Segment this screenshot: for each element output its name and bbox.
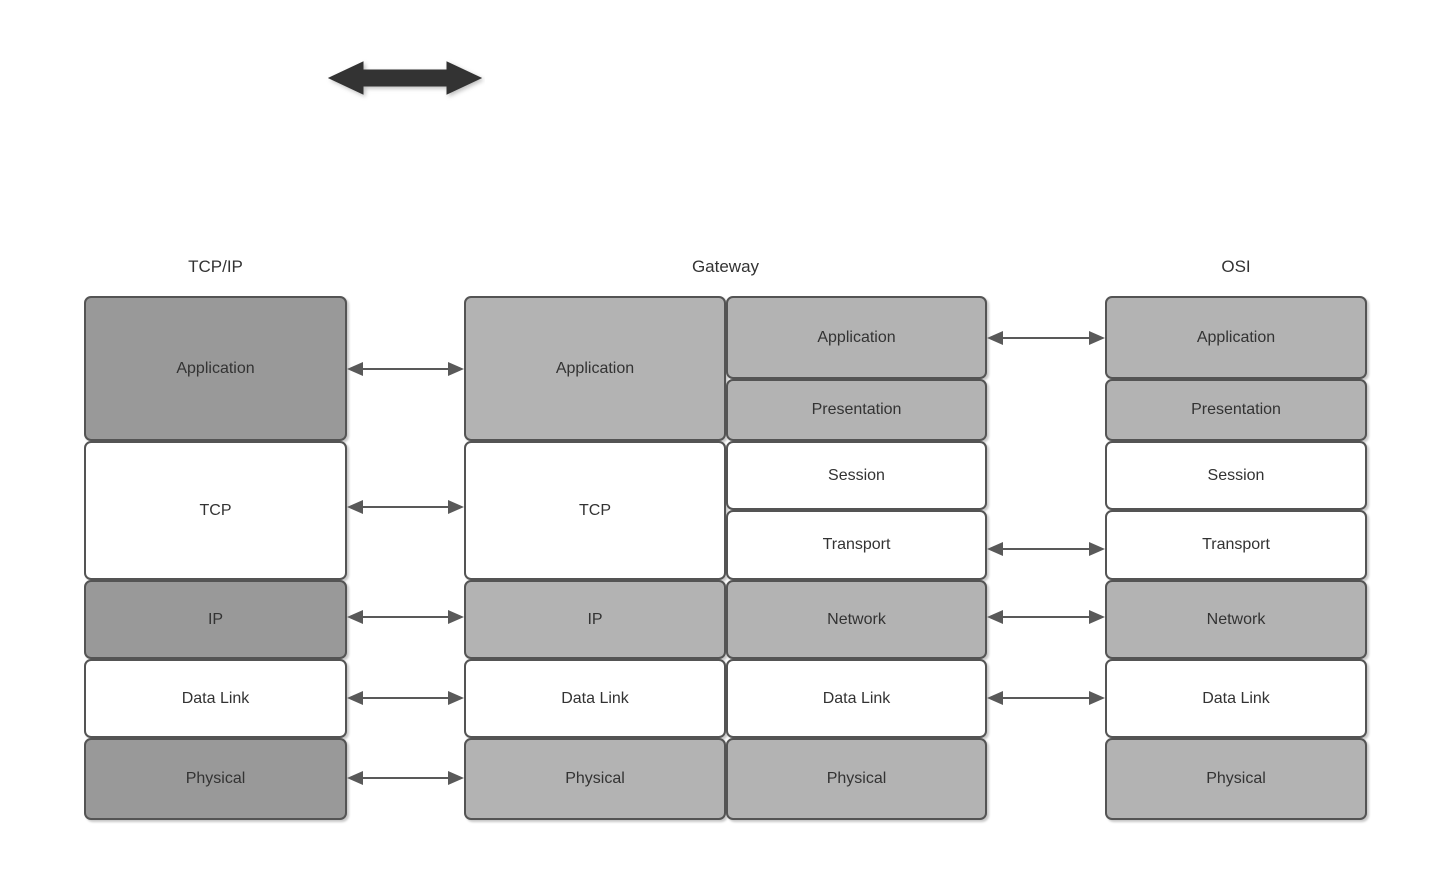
column-title-osi: OSI <box>1221 257 1251 276</box>
layer-gateway-right-data-link[interactable]: Data Link <box>726 659 987 738</box>
connector-arrow-data-link-right <box>987 691 1105 705</box>
connector-arrow-transport-right <box>987 542 1105 556</box>
layer-tcpip-ip[interactable]: IP <box>84 580 347 659</box>
connector-arrow-ip-left <box>347 610 464 624</box>
bidirectional-arrow-icon <box>327 61 483 95</box>
column-title-tcpip: TCP/IP <box>188 257 243 276</box>
connector-arrow-tcp-left <box>347 500 464 514</box>
layer-osi-network[interactable]: Network <box>1105 580 1367 659</box>
stack-tcpip: Application TCP IP Data Link Physical <box>84 296 347 820</box>
layer-osi-presentation[interactable]: Presentation <box>1105 379 1367 441</box>
connector-arrow-physical-left <box>347 771 464 785</box>
layer-osi-session[interactable]: Session <box>1105 441 1367 510</box>
layer-gateway-left-physical[interactable]: Physical <box>464 738 726 820</box>
layer-osi-transport[interactable]: Transport <box>1105 510 1367 580</box>
stack-gateway-left: Application TCP IP Data Link Physical <box>464 296 726 820</box>
layer-gateway-right-network[interactable]: Network <box>726 580 987 659</box>
connector-arrow-application-right <box>987 331 1105 345</box>
stack-osi: Application Presentation Session Transpo… <box>1105 296 1367 820</box>
layer-gateway-left-ip[interactable]: IP <box>464 580 726 659</box>
layer-gateway-right-physical[interactable]: Physical <box>726 738 987 820</box>
layer-gateway-left-tcp[interactable]: TCP <box>464 441 726 580</box>
connector-arrow-data-link-left <box>347 691 464 705</box>
layer-gateway-left-application[interactable]: Application <box>464 296 726 441</box>
connector-arrow-network-right <box>987 610 1105 624</box>
connector-arrow-application-left <box>347 362 464 376</box>
layer-gateway-right-session[interactable]: Session <box>726 441 987 510</box>
layer-gateway-right-presentation[interactable]: Presentation <box>726 379 987 441</box>
layer-osi-physical[interactable]: Physical <box>1105 738 1367 820</box>
layer-gateway-right-transport[interactable]: Transport <box>726 510 987 580</box>
layer-tcpip-physical[interactable]: Physical <box>84 738 347 820</box>
layer-tcpip-tcp[interactable]: TCP <box>84 441 347 580</box>
layer-gateway-right-application[interactable]: Application <box>726 296 987 379</box>
layer-osi-data-link[interactable]: Data Link <box>1105 659 1367 738</box>
column-title-gateway: Gateway <box>691 257 760 276</box>
stack-gateway-right: Application Presentation Session Transpo… <box>726 296 987 820</box>
layer-tcpip-application[interactable]: Application <box>84 296 347 441</box>
layer-gateway-left-data-link[interactable]: Data Link <box>464 659 726 738</box>
layer-osi-application[interactable]: Application <box>1105 296 1367 379</box>
layer-tcpip-data-link[interactable]: Data Link <box>84 659 347 738</box>
